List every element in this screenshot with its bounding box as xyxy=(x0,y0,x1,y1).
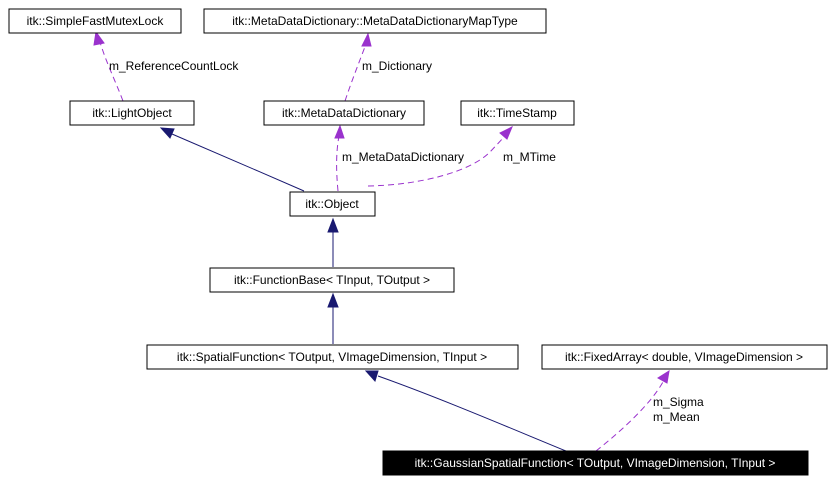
node-label: itk::LightObject xyxy=(92,106,172,120)
edge-functionbase-inherits-object xyxy=(327,217,339,267)
label-sigma: m_Sigma xyxy=(653,395,704,409)
node-metadata-dictionary-map-type[interactable]: itk::MetaDataDictionary::MetaDataDiction… xyxy=(203,8,547,34)
edge-sigma-mean xyxy=(595,369,670,452)
edge-gaussian-inherits-spatialfunction xyxy=(364,370,567,452)
node-function-base[interactable]: itk::FunctionBase< TInput, TOutput > xyxy=(209,267,455,293)
node-label: itk::SpatialFunction< TOutput, VImageDim… xyxy=(177,350,487,364)
label-mtime: m_MTime xyxy=(503,150,556,164)
node-time-stamp[interactable]: itk::TimeStamp xyxy=(460,100,575,126)
node-fixed-array[interactable]: itk::FixedArray< double, VImageDimension… xyxy=(541,344,828,370)
edge-object-inherits-lightobject xyxy=(159,127,305,192)
label-mean: m_Mean xyxy=(653,410,700,424)
edge-mtime xyxy=(367,125,513,187)
node-gaussian-spatial-function[interactable]: itk::GaussianSpatialFunction< TOutput, V… xyxy=(382,450,809,476)
node-label: itk::MetaDataDictionary xyxy=(282,106,406,120)
label-metadata-dictionary: m_MetaDataDictionary xyxy=(342,150,464,164)
label-dictionary: m_Dictionary xyxy=(362,59,432,73)
node-label: itk::MetaDataDictionary::MetaDataDiction… xyxy=(232,14,518,28)
node-light-object[interactable]: itk::LightObject xyxy=(69,100,195,126)
node-simple-fast-mutex-lock[interactable]: itk::SimpleFastMutexLock xyxy=(8,8,182,34)
node-label: itk::TimeStamp xyxy=(477,106,557,120)
node-label: itk::GaussianSpatialFunction< TOutput, V… xyxy=(415,456,776,470)
node-metadata-dictionary[interactable]: itk::MetaDataDictionary xyxy=(263,100,425,126)
node-label: itk::SimpleFastMutexLock xyxy=(27,14,165,28)
node-label: itk::FixedArray< double, VImageDimension… xyxy=(565,350,803,364)
node-object[interactable]: itk::Object xyxy=(289,191,376,217)
node-spatial-function[interactable]: itk::SpatialFunction< TOutput, VImageDim… xyxy=(146,344,519,370)
node-label: itk::Object xyxy=(305,197,359,211)
edge-reference-count-lock xyxy=(93,30,124,102)
edge-dictionary xyxy=(344,32,372,102)
node-label: itk::FunctionBase< TInput, TOutput > xyxy=(234,273,430,287)
edge-metadata-dictionary xyxy=(334,124,345,192)
edge-spatialfunction-inherits-functionbase xyxy=(327,292,339,344)
label-reference-count-lock: m_ReferenceCountLock xyxy=(109,59,239,73)
